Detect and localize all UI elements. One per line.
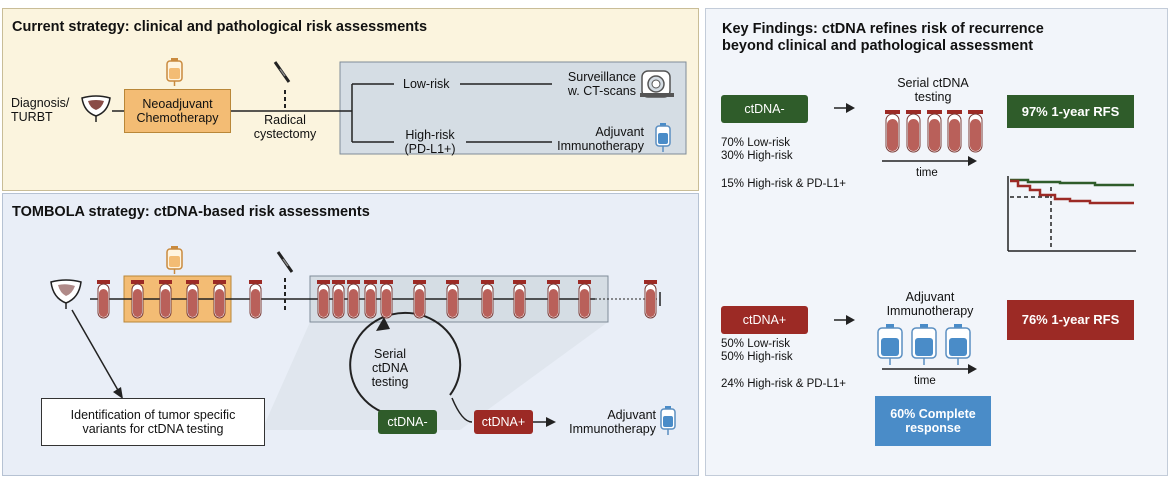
tombola-adjuvant-label: Adjuvant — [607, 408, 656, 422]
blood-tube-icon — [186, 280, 199, 319]
neoadjuvant-label: Neoadjuvant — [142, 97, 213, 111]
surveillance-label: Surveillance — [567, 70, 636, 84]
blood-tube-icon — [317, 280, 330, 319]
neg-stat-low: 70% Low-risk — [721, 137, 791, 149]
key-findings-title-line2: beyond clinical and pathological assessm… — [722, 38, 1034, 54]
complete-response-box: 60% Complete response — [875, 396, 991, 446]
blood-tube-icon — [906, 110, 921, 153]
iv-bag-icon — [877, 324, 903, 365]
iv-bag-icon — [945, 324, 971, 365]
blood-tube-icon — [97, 280, 110, 319]
high-risk-label: High-risk — [405, 128, 455, 142]
neg-result-box: 97% 1-year RFS — [1007, 95, 1134, 128]
blood-tube-icon — [968, 110, 983, 153]
blood-tube-icon — [481, 280, 494, 319]
adjuvant-label: Adjuvant — [595, 125, 644, 139]
identification-line1: Identification of tumor specific — [70, 408, 236, 422]
blood-tube-icon — [885, 110, 900, 153]
pos-process-line2: Immunotherapy — [886, 304, 974, 318]
bladder-icon — [50, 279, 82, 309]
tombola-tubes — [97, 280, 657, 319]
response-line1: 60% Complete — [890, 407, 976, 421]
identification-box: Identification of tumor specific variant… — [41, 398, 265, 446]
pos-stat-low: 50% Low-risk — [721, 338, 791, 350]
scalpel-icon — [276, 251, 294, 273]
blood-tube-icon — [131, 280, 144, 319]
blood-tube-icon — [213, 280, 226, 319]
pos-time-label: time — [914, 375, 936, 387]
blood-tube-icon — [578, 280, 591, 319]
chemo-bag-icon — [166, 246, 183, 274]
blood-tube-icon — [347, 280, 360, 319]
ctdna-label: ctDNA — [371, 361, 409, 375]
scalpel-icon — [273, 61, 291, 83]
blood-tube-icon — [159, 280, 172, 319]
blood-tube-icon — [446, 280, 459, 319]
km-curve-icon — [1010, 178, 1134, 187]
neg-time-label: time — [916, 167, 938, 179]
iv-bag-icon — [660, 406, 676, 435]
cystectomy-label: cystectomy — [253, 127, 317, 141]
blood-tube-icon — [332, 280, 345, 319]
neg-process-line1: Serial ctDNA — [897, 76, 969, 90]
pos-stat-pdl1: 24% High-risk & PD-L1+ — [721, 378, 846, 390]
chemotherapy-label: Chemotherapy — [136, 111, 219, 125]
low-risk-label: Low-risk — [403, 77, 450, 91]
pdl1-label: (PD-L1+) — [404, 142, 456, 156]
blood-tube-icon — [947, 110, 962, 153]
serial-label: Serial — [374, 347, 406, 361]
neg-badge: ctDNA- — [721, 95, 808, 123]
response-line2: response — [905, 421, 961, 435]
neg-process-line2: testing — [914, 90, 952, 104]
blood-tube-icon — [413, 280, 426, 319]
radical-label: Radical — [264, 113, 306, 127]
pos-result-box: 76% 1-year RFS — [1007, 300, 1134, 340]
testing-label: testing — [371, 375, 409, 389]
blood-tube-icon — [380, 280, 393, 319]
blood-tube-icon — [364, 280, 377, 319]
identification-line2: variants for ctDNA testing — [82, 422, 224, 436]
neg-stat-pdl1: 15% High-risk & PD-L1+ — [721, 178, 846, 190]
pos-stat-high: 50% High-risk — [721, 351, 793, 363]
blood-tube-icon — [927, 110, 942, 153]
tombola-strategy-title: TOMBOLA strategy: ctDNA-based risk asses… — [12, 204, 370, 220]
ctdna-positive-badge: ctDNA+ — [474, 410, 533, 434]
blood-tube-icon — [249, 280, 262, 319]
pos-badge: ctDNA+ — [721, 306, 808, 334]
pos-process-line1: Adjuvant — [905, 290, 955, 304]
blood-tube-icon — [644, 280, 657, 319]
neg-stat-high: 30% High-risk — [721, 150, 793, 162]
turbt-label: TURBT — [11, 110, 53, 124]
iv-bag-icon — [655, 123, 671, 152]
blood-tube-icon — [547, 280, 560, 319]
diagnosis-label: Diagnosis/ — [11, 96, 70, 110]
bladder-icon — [81, 95, 111, 122]
ct-scanner-icon — [640, 70, 674, 98]
current-strategy-lines — [112, 61, 687, 155]
tombola-immunotherapy-label: Immunotherapy — [569, 422, 656, 436]
current-strategy-title: Current strategy: clinical and pathologi… — [12, 19, 428, 35]
chemo-bag-icon — [166, 58, 183, 86]
ctdna-negative-badge: ctDNA- — [378, 410, 437, 434]
blood-tube-icon — [513, 280, 526, 319]
iv-bag-icon — [911, 324, 937, 365]
immunotherapy-label: Immunotherapy — [557, 139, 644, 153]
key-findings-title-line1: Key Findings: ctDNA refines risk of recu… — [722, 21, 1044, 37]
ct-scans-label: w. CT-scans — [567, 84, 636, 98]
